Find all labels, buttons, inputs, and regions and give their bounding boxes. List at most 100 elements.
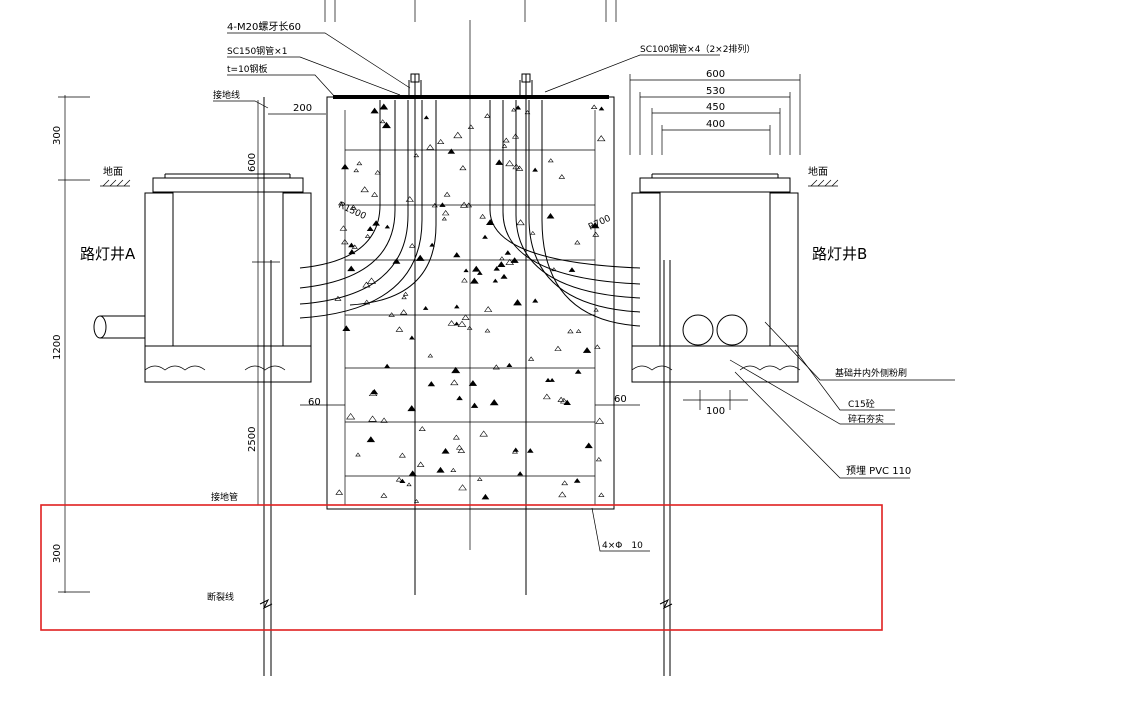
dim-450: 450 <box>706 102 725 113</box>
aggregate-mark <box>489 399 499 406</box>
aggregate-mark <box>461 277 468 283</box>
aggregate-mark <box>453 131 463 139</box>
aggregate-mark <box>395 476 403 482</box>
aggregate-mark <box>408 243 416 248</box>
aggregate-mark <box>515 105 522 110</box>
aggregate-mark <box>405 196 414 202</box>
aggregate-mark <box>527 356 535 361</box>
aggregate-mark <box>596 135 606 142</box>
aggregate-mark <box>457 320 467 327</box>
conduit-bends-right <box>489 100 641 327</box>
aggregate-mark <box>458 484 467 491</box>
aggregate-mark <box>526 448 534 453</box>
dim-600-vertical: 600 <box>247 153 258 172</box>
aggregate-mark <box>423 115 430 120</box>
dim-60-left: 60 <box>308 397 321 408</box>
aggregate-mark <box>500 273 508 279</box>
r700-label: R700 <box>587 214 613 233</box>
aggregate-mark <box>549 377 555 382</box>
aggregate-mark <box>481 493 490 500</box>
aggregate-mark <box>515 165 524 171</box>
aggregate-mark <box>497 261 506 267</box>
aggregate-mark <box>513 299 522 306</box>
ground-left-label: 地面 <box>103 165 123 178</box>
dim-2500: 2500 <box>247 427 258 452</box>
aggregate-mark <box>443 191 451 197</box>
ground-symbols <box>102 179 839 187</box>
aggregate-mark <box>454 321 460 326</box>
aggregate-mark <box>360 186 369 193</box>
aggregate-mark <box>367 277 377 284</box>
aggregate-mark <box>437 138 445 145</box>
aggregate-mark <box>554 345 562 351</box>
conduit-bends-left <box>299 100 437 319</box>
aggregate-mark <box>574 240 581 245</box>
aggregate-mark <box>502 137 510 143</box>
aggregate-mark <box>447 320 456 326</box>
aggregate-mark <box>558 174 566 179</box>
aggregate-mark <box>598 106 605 111</box>
aggregate-mark <box>499 256 505 261</box>
aggregate-mark <box>457 447 466 453</box>
light-well-b <box>631 173 801 383</box>
aggregate-mark <box>407 405 417 412</box>
concrete-aggregate-marks <box>334 103 606 503</box>
aggregate-mark <box>532 298 539 303</box>
aggregate-mark <box>568 267 576 272</box>
well-a-label: 路灯井A <box>80 245 136 263</box>
bolt-label: 4-M20螺牙长60 <box>227 21 301 33</box>
aggregate-mark <box>561 480 569 486</box>
well-b-label: 路灯井B <box>812 245 867 263</box>
aggregate-mark <box>455 444 463 450</box>
aggregate-mark <box>370 107 379 114</box>
aggregate-mark <box>592 231 600 237</box>
aggregate-mark <box>335 489 344 495</box>
aggregate-mark <box>484 306 493 312</box>
ground-pipe-label: 接地管 <box>211 491 238 503</box>
aggregate-mark <box>384 363 391 369</box>
aggregate-mark <box>415 254 425 261</box>
aggregate-mark <box>584 442 593 449</box>
aggregate-mark <box>451 366 461 374</box>
aggregate-mark <box>348 242 355 248</box>
aggregate-mark <box>546 213 555 219</box>
aggregate-mark <box>459 165 467 171</box>
aggregate-mark <box>427 381 436 387</box>
aggregate-mark <box>484 328 491 333</box>
aggregate-mark <box>559 397 568 404</box>
highlight-box <box>40 504 883 631</box>
aggregate-mark <box>379 119 386 124</box>
aggregate-mark <box>370 388 379 395</box>
aggregate-mark <box>368 415 377 422</box>
aggregate-mark <box>450 467 457 472</box>
aggregate-mark <box>371 191 379 197</box>
aggregate-mark <box>482 234 488 239</box>
aggregate-mark <box>418 426 426 431</box>
dim-60-right: 60 <box>614 394 627 405</box>
aggregate-mark <box>380 492 388 498</box>
aggregate-mark <box>366 436 376 443</box>
aggregate-mark <box>505 159 515 167</box>
aggregate-mark <box>558 491 567 498</box>
aggregate-mark <box>472 265 481 272</box>
top-cut-lines <box>324 0 617 22</box>
aggregate-mark <box>463 268 469 273</box>
aggregate-mark <box>384 224 391 229</box>
light-well-a <box>93 173 312 383</box>
ground-rods <box>259 97 673 676</box>
aggregate-mark <box>436 466 445 473</box>
steel-plate <box>333 95 609 99</box>
dimension-lines <box>58 74 801 593</box>
c15-label: C15砼 <box>848 398 875 410</box>
aggregate-mark <box>380 417 388 423</box>
aggregate-mark <box>441 210 450 216</box>
aggregate-mark <box>516 219 525 226</box>
aggregate-mark <box>416 461 425 467</box>
aggregate-mark <box>563 399 571 405</box>
aggregate-mark <box>342 325 351 331</box>
aggregate-mark <box>388 312 395 317</box>
aggregate-mark <box>567 328 574 334</box>
aggregate-mark <box>557 396 565 402</box>
aggregate-mark <box>353 168 360 173</box>
